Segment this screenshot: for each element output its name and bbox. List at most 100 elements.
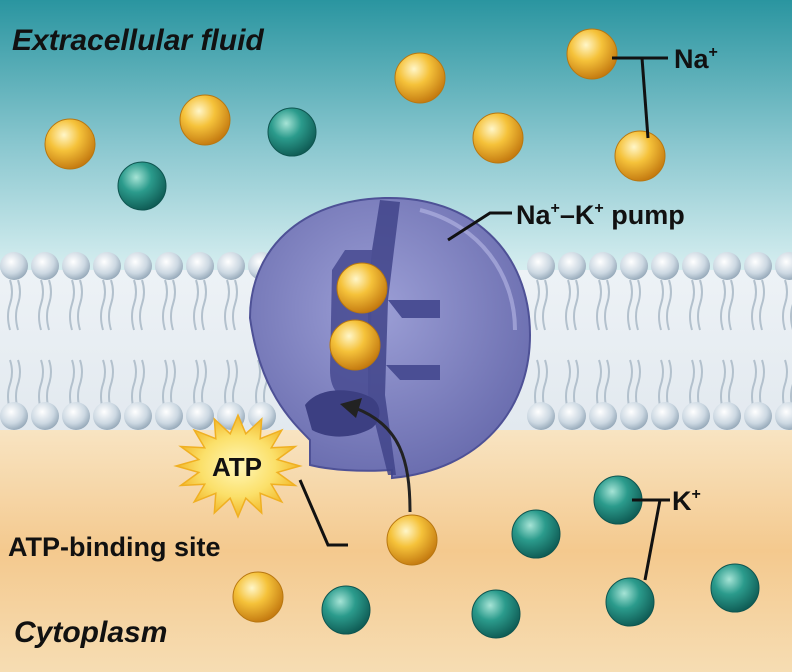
lipid-tail [131, 279, 137, 331]
lipid-tail [689, 279, 695, 331]
pump-leader [447, 211, 512, 242]
lipid-tail [635, 279, 641, 331]
lipid-tail [201, 279, 207, 331]
lipid-tail [69, 279, 75, 331]
lipid-head [620, 402, 648, 430]
lipid-tail [232, 279, 238, 331]
lipid-head [217, 252, 245, 280]
lipid-tail [193, 279, 199, 331]
lipid-tail [542, 359, 548, 411]
lipid-tail [627, 279, 633, 331]
potassium-ion [710, 563, 760, 613]
lipid-tail [782, 359, 788, 411]
lipid-tail [224, 359, 230, 411]
potassium-ion [117, 161, 167, 211]
lipid-tail [15, 279, 21, 331]
lipid-tail [139, 359, 145, 411]
lipid-head [713, 402, 741, 430]
lipid-tail [565, 279, 571, 331]
lipid-tail [170, 359, 176, 411]
lipid-tail [108, 279, 114, 331]
lipid-tail [38, 279, 44, 331]
lipid-tail [658, 359, 664, 411]
lipid-tail [108, 359, 114, 411]
lipid-tail [751, 279, 757, 331]
potassium-label: K+ [672, 486, 701, 516]
lipid-tail [69, 359, 75, 411]
sodium-symbol: Na [674, 44, 709, 74]
lipid-tail [565, 359, 571, 411]
lipid-head [527, 252, 555, 280]
ions [44, 28, 760, 639]
atp-site-leader [298, 479, 348, 547]
lipid-head [124, 402, 152, 430]
sodium-ion [614, 130, 666, 182]
lipid-tail [46, 279, 52, 331]
lipid-tail [573, 279, 579, 331]
lipid-head [620, 252, 648, 280]
lipid-tail [627, 359, 633, 411]
lipid-head [93, 402, 121, 430]
lipid-head [527, 402, 555, 430]
lipid-tail [100, 359, 106, 411]
pump-label-k: –K [560, 200, 595, 230]
lipid-head [124, 252, 152, 280]
binding-arrowhead [340, 398, 362, 418]
lipid-tail [201, 359, 207, 411]
lipid-head [775, 402, 792, 430]
lipid-tail [100, 279, 106, 331]
lipid-tail [224, 279, 230, 331]
lipid-tail [162, 279, 168, 331]
pump-highlight [419, 208, 517, 331]
lipid-head [744, 402, 772, 430]
lipid-heads-outer [0, 252, 792, 280]
lipid-tail [759, 359, 765, 411]
lipid-tail [658, 279, 664, 331]
lipid-tail [7, 279, 13, 331]
lipid-tail [162, 359, 168, 411]
extracellular-label: Extracellular fluid [12, 24, 264, 57]
lipid-head [155, 252, 183, 280]
lipid-head [558, 402, 586, 430]
lipid-head [682, 252, 710, 280]
lipid-head [589, 252, 617, 280]
lipid-tail [38, 359, 44, 411]
lipid-tail [596, 359, 602, 411]
sodium-ion [386, 514, 438, 566]
sodium-ion [179, 94, 231, 146]
lipid-tail [728, 279, 734, 331]
potassium-ion [605, 577, 655, 627]
sodium-label: Na+ [674, 44, 718, 74]
lipid-head [651, 252, 679, 280]
lipid-tail [604, 279, 610, 331]
lipid-head [682, 402, 710, 430]
sodium-ion [566, 28, 618, 80]
lipid-tail [15, 359, 21, 411]
lipid-head [62, 252, 90, 280]
lipid-tail [170, 279, 176, 331]
lipid-tail [790, 383, 792, 411]
lipid-head [62, 402, 90, 430]
lipid-tail [131, 359, 137, 411]
potassium-ion [471, 589, 521, 639]
potassium-charge: + [692, 486, 701, 503]
lipid-tail [46, 359, 52, 411]
lipid-head [31, 402, 59, 430]
atp-starburst [173, 413, 303, 519]
sodium-charge: + [709, 44, 718, 61]
lipid-tail [689, 359, 695, 411]
sodium-leader-v [640, 57, 650, 139]
potassium-ion [267, 107, 317, 157]
lipid-tail [255, 359, 261, 411]
lipid-tail [666, 279, 672, 331]
pump-label-word: pump [604, 200, 685, 230]
lipid-head [31, 252, 59, 280]
lipid-tail [720, 359, 726, 411]
lipid-tail [759, 279, 765, 331]
lipid-tail [193, 359, 199, 411]
lipid-tail [77, 279, 83, 331]
lipid-tail [542, 279, 548, 331]
lipid-head [589, 402, 617, 430]
